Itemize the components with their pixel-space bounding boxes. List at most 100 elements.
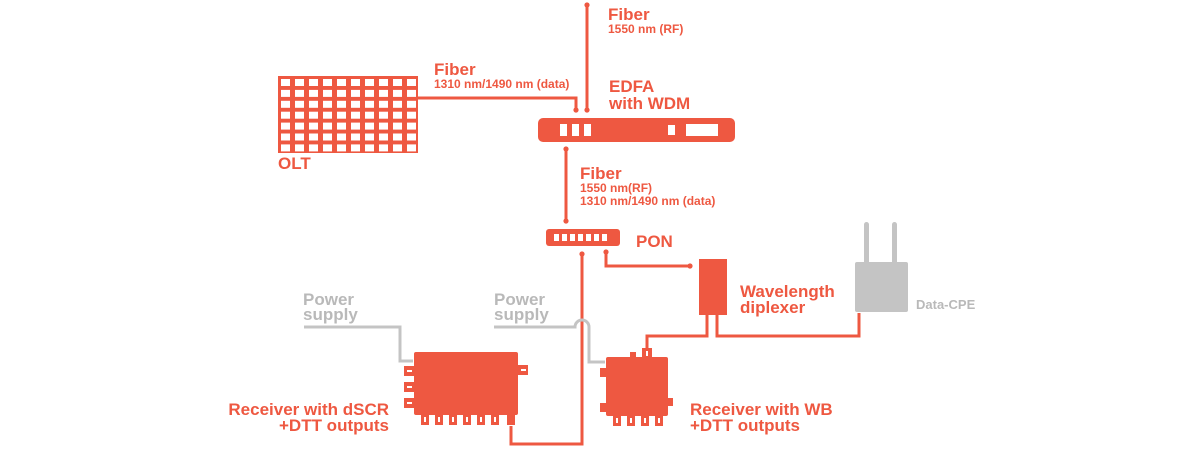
olt-port-cell — [393, 79, 402, 86]
olt-port-cell — [407, 111, 416, 119]
pon-label: PON — [636, 232, 673, 251]
fiber-rf-title: Fiber — [608, 5, 650, 24]
receiver-wb-device — [600, 348, 673, 426]
port-pin — [630, 418, 632, 423]
olt-port-cell — [295, 144, 304, 152]
pon-to-diplexer-link — [604, 252, 690, 268]
port-pin — [466, 417, 468, 422]
pon-port — [586, 234, 591, 241]
olt-port-cell — [379, 111, 388, 119]
fiber-rf-detail: 1550 nm (RF) — [608, 22, 683, 36]
diplexer-label-line1: Wavelength — [740, 282, 835, 301]
trunk-fiber-detail-data: 1310 nm/1490 nm (data) — [580, 194, 715, 208]
olt-port-cell — [379, 133, 388, 141]
pon-port — [602, 234, 607, 241]
olt-port-cell — [365, 79, 374, 86]
olt-port-cell — [365, 122, 374, 130]
receiver-wb-label-line2: +DTT outputs — [690, 416, 800, 435]
fiber-rf-link-end-dot — [584, 107, 590, 113]
olt-port-cell — [295, 133, 304, 141]
router-antenna-left — [864, 222, 869, 266]
olt-port-cell — [407, 133, 416, 141]
olt-port-cell — [281, 89, 290, 97]
olt-port-cell — [393, 122, 402, 130]
port-pin — [438, 417, 440, 422]
receiver-wb-connector-left — [600, 368, 607, 377]
olt-port-cell — [295, 122, 304, 130]
olt-port-cell — [295, 89, 304, 97]
pon-splitter-device — [546, 229, 620, 246]
receiver-dscr-label-line2: +DTT outputs — [279, 416, 389, 435]
port-pin — [407, 386, 412, 388]
diplexer-label-line2: diplexer — [740, 298, 806, 317]
olt-port-cell — [337, 89, 346, 97]
olt-port-cell — [365, 89, 374, 97]
pon-to-dscr-receiver-start-dot — [579, 251, 585, 257]
port-pin — [407, 402, 412, 404]
olt-port-cell — [393, 100, 402, 108]
trunk-fiber-link-start-dot — [563, 146, 569, 152]
olt-port-cell — [309, 89, 318, 97]
power-link-wb-receiver — [494, 318, 605, 364]
olt-cells — [281, 79, 416, 152]
router-antenna-right — [892, 222, 897, 266]
olt-port-cell — [281, 100, 290, 108]
olt-port-cell — [365, 111, 374, 119]
olt-port-cell — [281, 144, 290, 152]
receiver-dscr-label-line1: Receiver with dSCR — [228, 400, 389, 419]
edfa-port — [584, 124, 591, 136]
receiver-dscr-body — [414, 352, 518, 415]
edfa-port — [560, 124, 567, 136]
olt-port-cell — [393, 144, 402, 152]
olt-port-cell — [351, 111, 360, 119]
diplexer-to-wb-receiver-link — [645, 315, 709, 349]
olt-port-cell — [337, 133, 346, 141]
olt-port-cell — [379, 79, 388, 86]
port-pin — [424, 417, 426, 422]
olt-port-cell — [407, 79, 416, 86]
pon-port — [594, 234, 599, 241]
olt-device — [278, 76, 418, 153]
edfa-port — [572, 124, 579, 136]
power-supply-wb-line2: supply — [494, 305, 549, 324]
olt-port-cell — [351, 133, 360, 141]
receiver-dscr-device — [404, 352, 528, 425]
olt-port-cell — [323, 79, 332, 86]
olt-port-cell — [379, 100, 388, 108]
pon-port — [562, 234, 567, 241]
edfa-indicator — [668, 125, 675, 135]
data-cpe-router-icon — [855, 222, 908, 312]
olt-port-cell — [309, 100, 318, 108]
fiber-data-title: Fiber — [434, 60, 476, 79]
olt-port-cell — [337, 79, 346, 86]
router-body — [855, 262, 908, 312]
olt-port-cell — [337, 122, 346, 130]
olt-port-cell — [295, 100, 304, 108]
olt-port-cell — [351, 100, 360, 108]
olt-port-cell — [323, 144, 332, 152]
diplexer-to-data-cpe-link — [715, 313, 861, 338]
port-pin — [644, 418, 646, 423]
connections — [304, 2, 861, 446]
fiber-rf-link-start-dot — [584, 2, 590, 8]
wavelength-diplexer-device — [699, 259, 727, 315]
port-pin — [646, 351, 648, 356]
fiber-data-detail: 1310 nm/1490 nm (data) — [434, 77, 569, 91]
olt-port-cell — [407, 100, 416, 108]
pon-port — [570, 234, 575, 241]
olt-port-cell — [379, 144, 388, 152]
data-cpe-label: Data-CPE — [916, 297, 976, 312]
fiber-data-link — [418, 96, 578, 110]
olt-port-cell — [309, 111, 318, 119]
pon-to-dscr-receiver-link — [509, 254, 584, 446]
port-pin — [407, 370, 412, 372]
fiber-data-link-end-dot — [573, 107, 579, 113]
olt-port-cell — [309, 79, 318, 86]
olt-port-cell — [295, 79, 304, 86]
receiver-wb-label-line1: Receiver with WB — [690, 400, 833, 419]
olt-port-cell — [351, 79, 360, 86]
olt-port-cell — [365, 144, 374, 152]
port-pin — [616, 418, 618, 423]
olt-port-cell — [281, 133, 290, 141]
